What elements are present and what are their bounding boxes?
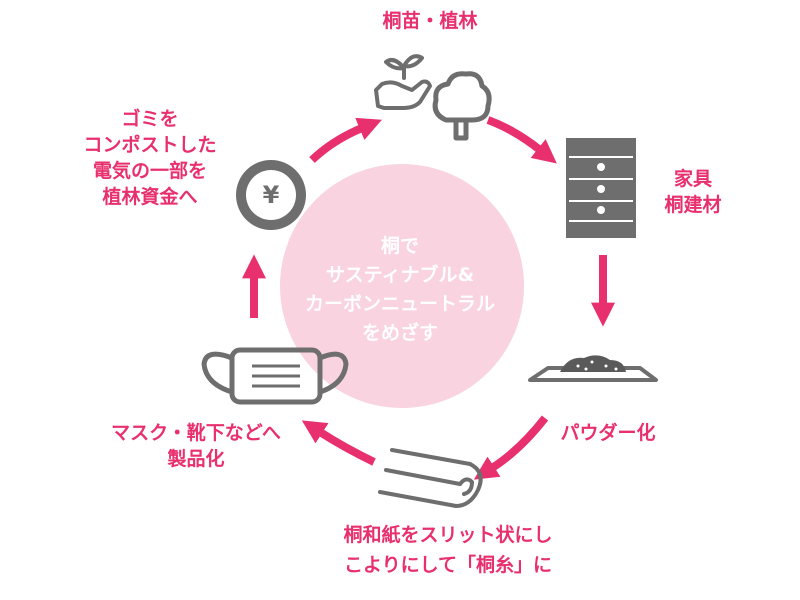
arrow-planting-to-furniture [486, 116, 557, 164]
tree-icon [432, 71, 492, 141]
step-label-products: マスク・靴下などへ 製品化 [111, 420, 281, 472]
yen-symbol: ¥ [262, 181, 280, 209]
center-message: 桐で サスティナブル& カーボンニュートラル をめざす [305, 232, 495, 348]
step-label-line: 電気の一部を [92, 160, 208, 182]
step-label-line: 植林資金へ [102, 186, 198, 208]
center-circle [280, 164, 524, 408]
powder-tray-icon [528, 355, 658, 382]
step-label-planting: 桐苗・植林 [382, 8, 477, 34]
arrow-paper-to-mask [301, 420, 376, 466]
arrow-coin-to-planting [309, 117, 382, 163]
yen-coin-icon [236, 160, 306, 230]
drawer-chest-icon [566, 138, 636, 238]
center-line: カーボンニュートラル [304, 293, 496, 315]
center-line: をめざす [361, 322, 439, 344]
step-label-paper-thread: 桐和紙をスリット状にし こよりにして「桐糸」に [343, 520, 552, 580]
center-line: 桐で [380, 235, 420, 257]
face-mask-icon [201, 347, 349, 405]
step-label-line: パウダー化 [560, 422, 656, 444]
cycle-arrows [242, 116, 615, 480]
step-label-line: こよりにして「桐糸」に [343, 554, 553, 576]
step-label-line: 家具 [673, 168, 713, 190]
step-label-line: 桐苗・植林 [382, 10, 478, 32]
step-label-line: 桐和紙をスリット状にし [343, 524, 553, 546]
paper-roll-icon [378, 448, 483, 508]
center-line: サスティナブル& [325, 264, 475, 286]
step-label-line: ゴミを [121, 108, 179, 130]
step-label-line: 桐建材 [664, 194, 722, 216]
step-label-line: 製品化 [167, 448, 225, 470]
arrow-powder-to-paper [473, 415, 549, 480]
step-label-line: マスク・靴下などへ [111, 422, 281, 444]
step-label-funding: ゴミを コンポストした 電気の一部を 植林資金へ [83, 106, 216, 210]
step-label-line: コンポストした [83, 134, 217, 156]
step-label-furniture: 家具 桐建材 [664, 166, 721, 218]
step-label-powder: パウダー化 [560, 420, 655, 446]
seedling-in-hand-icon [374, 54, 432, 110]
